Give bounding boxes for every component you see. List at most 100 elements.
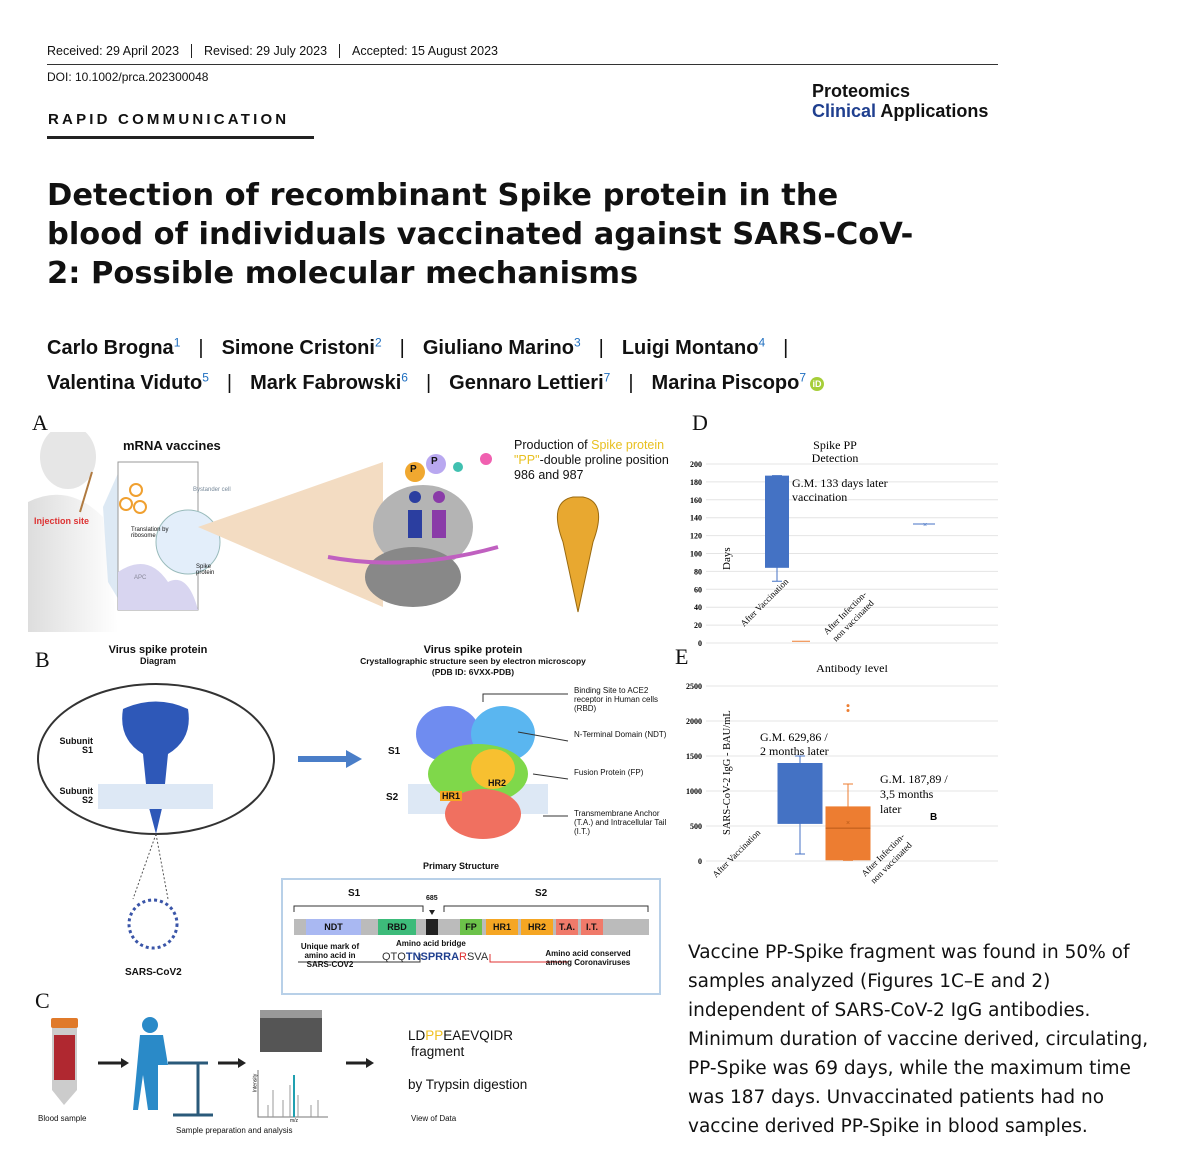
crystal-subtitle: Crystallographic structure seen by elect… — [360, 656, 586, 666]
amino-bridge-label: Amino acid bridge — [396, 939, 466, 948]
mrna-vaccines-label: mRNA vaccines — [123, 438, 221, 453]
author[interactable]: Giuliano Marino3 — [422, 335, 581, 359]
frag-pp: PP — [425, 1028, 444, 1043]
journal-logo: Proteomics Clinical Applications — [812, 81, 988, 121]
frag-part: LD — [408, 1028, 426, 1043]
author-name[interactable]: Valentina Viduto — [47, 372, 203, 395]
author-name[interactable]: Carlo Brogna — [47, 336, 174, 359]
author-name[interactable]: Gennaro Lettieri — [449, 372, 604, 395]
domain-hr2: HR2 — [521, 919, 553, 935]
affiliation[interactable]: 4 — [758, 335, 766, 349]
domain-rbd: RBD — [378, 919, 416, 935]
doi[interactable]: DOI: 10.1002/prca.202300048 — [47, 70, 209, 84]
figure-panel-c: Intensity m/z Blood sample Sample prepar… — [28, 1005, 588, 1135]
y-tick-label: 1500 — [686, 752, 702, 761]
separator: | — [783, 336, 789, 359]
y-tick-label: 1000 — [686, 787, 702, 796]
annotation-ndt: N-Terminal Domain (NDT) — [574, 730, 667, 739]
mean-marker: × — [846, 820, 850, 827]
outlier-point — [846, 709, 850, 712]
author-name[interactable]: Giuliano Marino — [422, 336, 574, 359]
author-name[interactable]: Luigi Montano — [621, 336, 759, 359]
s1-label: S1 — [388, 746, 401, 757]
y-tick-label: 0 — [698, 857, 702, 866]
domain-fp: FP — [460, 919, 482, 935]
author-name[interactable]: Mark Fabrowski — [250, 372, 402, 395]
domain-hr1: HR1 — [486, 919, 518, 935]
mark-b: B — [930, 812, 937, 823]
affiliation[interactable]: 5 — [202, 370, 209, 385]
author[interactable]: Mark Fabrowski6 — [250, 370, 408, 395]
domain-it: I.T. — [581, 919, 603, 935]
article-dates: Received: 29 April 2023 Revised: 29 July… — [47, 44, 510, 58]
article-title: Detection of recombinant Spike protein i… — [47, 178, 914, 291]
journal-clinical: Clinical — [812, 101, 877, 121]
section-label: RAPID COMMUNICATION — [48, 111, 290, 128]
apc-label: APC — [134, 575, 147, 581]
orcid-icon[interactable]: iD — [810, 377, 825, 392]
separator: | — [399, 336, 405, 359]
conserved-label: Amino acid conserved among Coronaviruses — [545, 949, 631, 967]
y-tick-label: 80 — [694, 567, 702, 576]
primary-structure-label: Primary Structure — [423, 861, 500, 871]
annotation-fp: Fusion Protein (FP) — [574, 768, 644, 777]
separator: | — [198, 336, 204, 359]
spike-protein-small-label: Spike protein — [196, 564, 215, 576]
pdb-id: (PDB ID: 6VXX-PDB) — [431, 667, 515, 677]
seq-cleavage: R — [459, 951, 467, 963]
affiliation[interactable]: 7 — [603, 370, 611, 385]
author[interactable]: Luigi Montano4 — [621, 335, 766, 359]
annotation2-line1: G.M. 187,89 / — [880, 772, 948, 786]
annotation-ta-it: Transmembrane Anchor (T.A.) and Intracel… — [574, 809, 667, 836]
trypsin-label: by Trypsin digestion — [408, 1077, 528, 1092]
hr1-label: HR1 — [440, 791, 463, 801]
figure-panel-a: Injection site mRNA vaccines Bystander c… — [28, 432, 673, 632]
author[interactable]: Simone Cristoni2 — [221, 335, 382, 359]
box — [765, 475, 789, 568]
affiliation[interactable]: 1 — [173, 335, 181, 349]
author[interactable]: Carlo Brogna1 — [47, 335, 181, 359]
author[interactable]: Valentina Viduto5 — [47, 370, 209, 395]
separator: | — [628, 372, 634, 395]
summary-text: Vaccine PP-Spike fragment was found in 5… — [688, 942, 1149, 1137]
author[interactable]: Gennaro Lettieri7 — [449, 370, 611, 395]
affiliation[interactable]: 6 — [401, 370, 408, 385]
author[interactable]: Marina Piscopo7 — [651, 370, 807, 395]
y-axis-label: SARS-CoV-2 IgG - BAU/mL — [722, 710, 733, 835]
seq-part: QTQ — [382, 951, 406, 963]
received-date: Received: 29 April 2023 — [47, 44, 180, 58]
box — [777, 763, 823, 824]
journal-line1: Proteomics — [812, 81, 911, 101]
y-tick-label: 200 — [690, 460, 702, 469]
blood-sample-label: Blood sample — [38, 1114, 87, 1123]
s2-label: S2 — [386, 792, 399, 803]
mz-axis-label: m/z — [290, 1118, 299, 1124]
y-tick-label: 0 — [698, 639, 702, 648]
affiliation[interactable]: 7 — [799, 370, 807, 385]
bystander-label: Bystander cell — [193, 487, 231, 493]
sequence: QTQTNSPRRARSVA — [382, 951, 488, 963]
frag-part: EAEVQIDR — [443, 1028, 514, 1043]
separator: | — [598, 336, 604, 359]
x-tick-label: After Vaccination — [738, 576, 790, 628]
subunit-s2-label: Subunit S2 — [59, 786, 94, 805]
y-tick-label: 120 — [690, 532, 702, 541]
view-data-label: View of Data — [411, 1114, 457, 1123]
affiliation[interactable]: 2 — [374, 335, 382, 349]
affiliation[interactable]: 3 — [573, 335, 581, 349]
annotation2-line2: 3,5 months — [880, 787, 934, 801]
y-tick-label: 2500 — [686, 682, 702, 691]
author-name[interactable]: Marina Piscopo — [651, 372, 800, 395]
spike-production-caption: Production of Spike protein "PP"-double … — [514, 438, 673, 483]
panel-label-a: A — [32, 410, 48, 435]
chart-title-line2: Detection — [812, 451, 859, 465]
author-name[interactable]: Simone Cristoni — [221, 336, 375, 359]
journal-applications: Applications — [880, 101, 989, 121]
author-list: Carlo Brogna1 | Simone Cristoni2 | Giuliano … — [47, 327, 1147, 398]
domain-ndt: NDT — [306, 919, 361, 935]
diagram-subtitle: Diagram — [139, 656, 176, 666]
accepted-date: Accepted: 15 August 2023 — [339, 44, 510, 58]
